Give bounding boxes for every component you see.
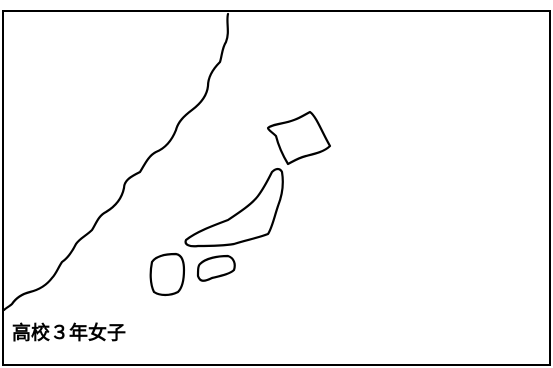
island-shikoku [196, 254, 236, 282]
island-honshu [184, 167, 284, 248]
map-border [2, 10, 551, 366]
island-hokkaido [266, 110, 332, 166]
island-kyushu [149, 252, 186, 297]
continent-coastline [2, 12, 230, 312]
map-caption: 高校３年女子 [12, 322, 127, 344]
